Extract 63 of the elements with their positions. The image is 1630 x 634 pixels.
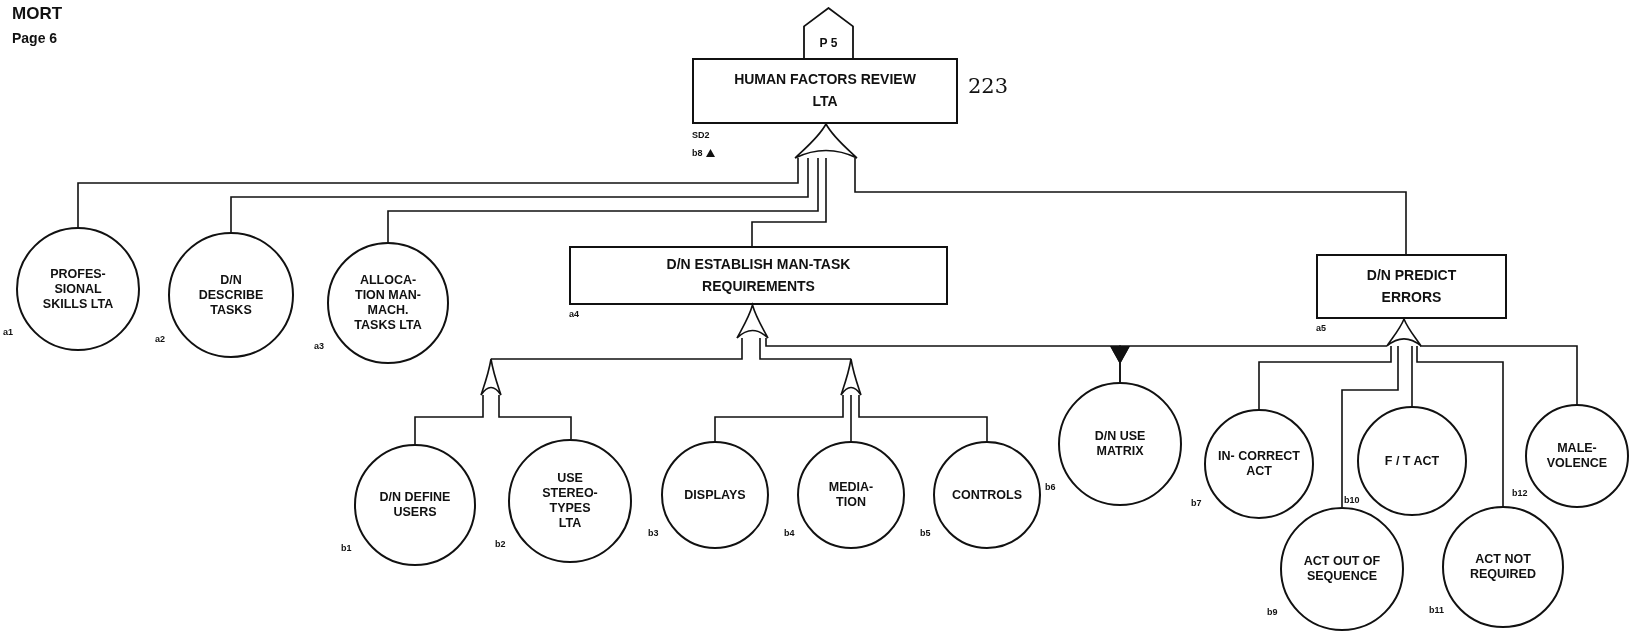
connector-line xyxy=(1110,345,1388,383)
page-heading: Page 6 xyxy=(12,30,58,46)
connector-line xyxy=(1258,345,1392,410)
node-label: ACT OUT OF SEQUENCE xyxy=(1302,554,1382,584)
connector-line xyxy=(751,157,827,247)
node-label: ACT NOT REQUIRED xyxy=(1469,552,1537,582)
connector-line xyxy=(858,394,988,442)
connector-line xyxy=(498,394,572,440)
connector-line xyxy=(77,157,799,228)
connector-line xyxy=(490,337,743,360)
event-code: a1 xyxy=(3,327,13,338)
event-code: b8 xyxy=(692,148,703,158)
connector-line xyxy=(1416,345,1504,507)
node-label: IN- CORRECT ACT xyxy=(1217,449,1301,479)
node-label: P 5 xyxy=(818,36,839,50)
node-label: D/N PREDICT ERRORS xyxy=(1365,265,1458,307)
node-label: F / T ACT xyxy=(1383,453,1441,469)
event-code: a5 xyxy=(1316,323,1326,333)
event-code: b4 xyxy=(784,528,795,539)
node-label: D/N DEFINE USERS xyxy=(378,490,452,520)
event-code: b9 xyxy=(1267,607,1278,618)
or-gate-symbol xyxy=(737,305,768,338)
node-label: USE STEREO- TYPES LTA xyxy=(541,471,599,531)
event-code: b1 xyxy=(341,542,352,553)
node-label: HUMAN FACTORS REVIEW LTA xyxy=(733,70,917,111)
node-label: D/N ESTABLISH MAN-TASK REQUIREMENTS xyxy=(665,254,852,296)
connector-line xyxy=(414,394,484,445)
event-code: b11 xyxy=(1429,604,1444,615)
event-code: a3 xyxy=(314,340,324,351)
node-label: PROFES- SIONAL SKILLS LTA xyxy=(42,266,114,312)
or-gate-symbol xyxy=(1387,319,1421,346)
event-code: a2 xyxy=(155,334,165,345)
connector-line xyxy=(230,157,809,233)
node-label: ALLOCA- TION MAN-MACH. TASKS LTA xyxy=(353,273,423,333)
connector-line xyxy=(1341,345,1399,508)
event-code: b10 xyxy=(1344,495,1360,506)
event-code: b12 xyxy=(1512,488,1528,499)
page-reference-number: 223 xyxy=(968,74,1009,98)
or-gate-symbol xyxy=(481,359,501,395)
connector-line xyxy=(387,157,819,243)
connector-line xyxy=(850,394,852,442)
event-code: b3 xyxy=(648,528,659,539)
or-gate-symbol xyxy=(795,124,857,158)
or-gate-symbol xyxy=(841,359,861,395)
connector-line xyxy=(714,394,844,442)
transfer-symbol xyxy=(803,7,854,58)
node-label: MALE- VOLENCE xyxy=(1545,441,1609,471)
connector-line xyxy=(759,337,852,360)
event-code: b6 xyxy=(1045,482,1056,493)
connector-line xyxy=(1411,345,1413,407)
event-code: b2 xyxy=(495,539,506,550)
event-code: a4 xyxy=(569,309,579,319)
connector-line xyxy=(1419,345,1578,405)
node-label: DISPLAYS xyxy=(683,487,747,503)
event-code: b7 xyxy=(1191,498,1202,509)
page-heading: MORT xyxy=(12,4,63,24)
node-label: D/N USE MATRIX xyxy=(1093,429,1147,459)
event-code: SD2 xyxy=(692,130,710,140)
connector-line xyxy=(854,157,1407,255)
node-label: D/N DESCRIBE TASKS xyxy=(197,272,265,318)
node-label: CONTROLS xyxy=(950,487,1024,503)
event-code: b5 xyxy=(920,528,931,539)
node-label: MEDIA- TION xyxy=(827,480,875,510)
